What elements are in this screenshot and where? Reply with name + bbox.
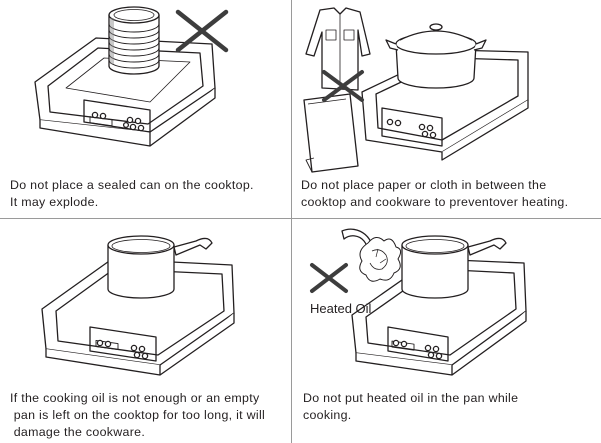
- prohibited-x-icon: [175, 9, 229, 53]
- prohibited-x-icon: [322, 70, 364, 102]
- caption-heated-oil: Do not put heated oil in the pan while c…: [303, 391, 519, 422]
- paper-cloth-illustration: [303, 7, 529, 173]
- vertical-divider: [291, 0, 292, 443]
- caption-sealed-can: Do not place a sealed can on the cooktop…: [10, 178, 254, 209]
- prohibited-x-icon: [310, 263, 348, 293]
- heated-oil-label: Heated Oil: [310, 301, 372, 316]
- horizontal-divider: [0, 218, 601, 219]
- sealed-can-illustration: [34, 6, 229, 147]
- caption-empty-pan: If the cooking oil is not enough or an e…: [10, 391, 266, 439]
- caption-paper-cloth: Do not place paper or cloth in between t…: [301, 178, 569, 209]
- heated-oil-illustration: Heated Oil: [310, 228, 527, 376]
- empty-pan-illustration: [41, 235, 235, 376]
